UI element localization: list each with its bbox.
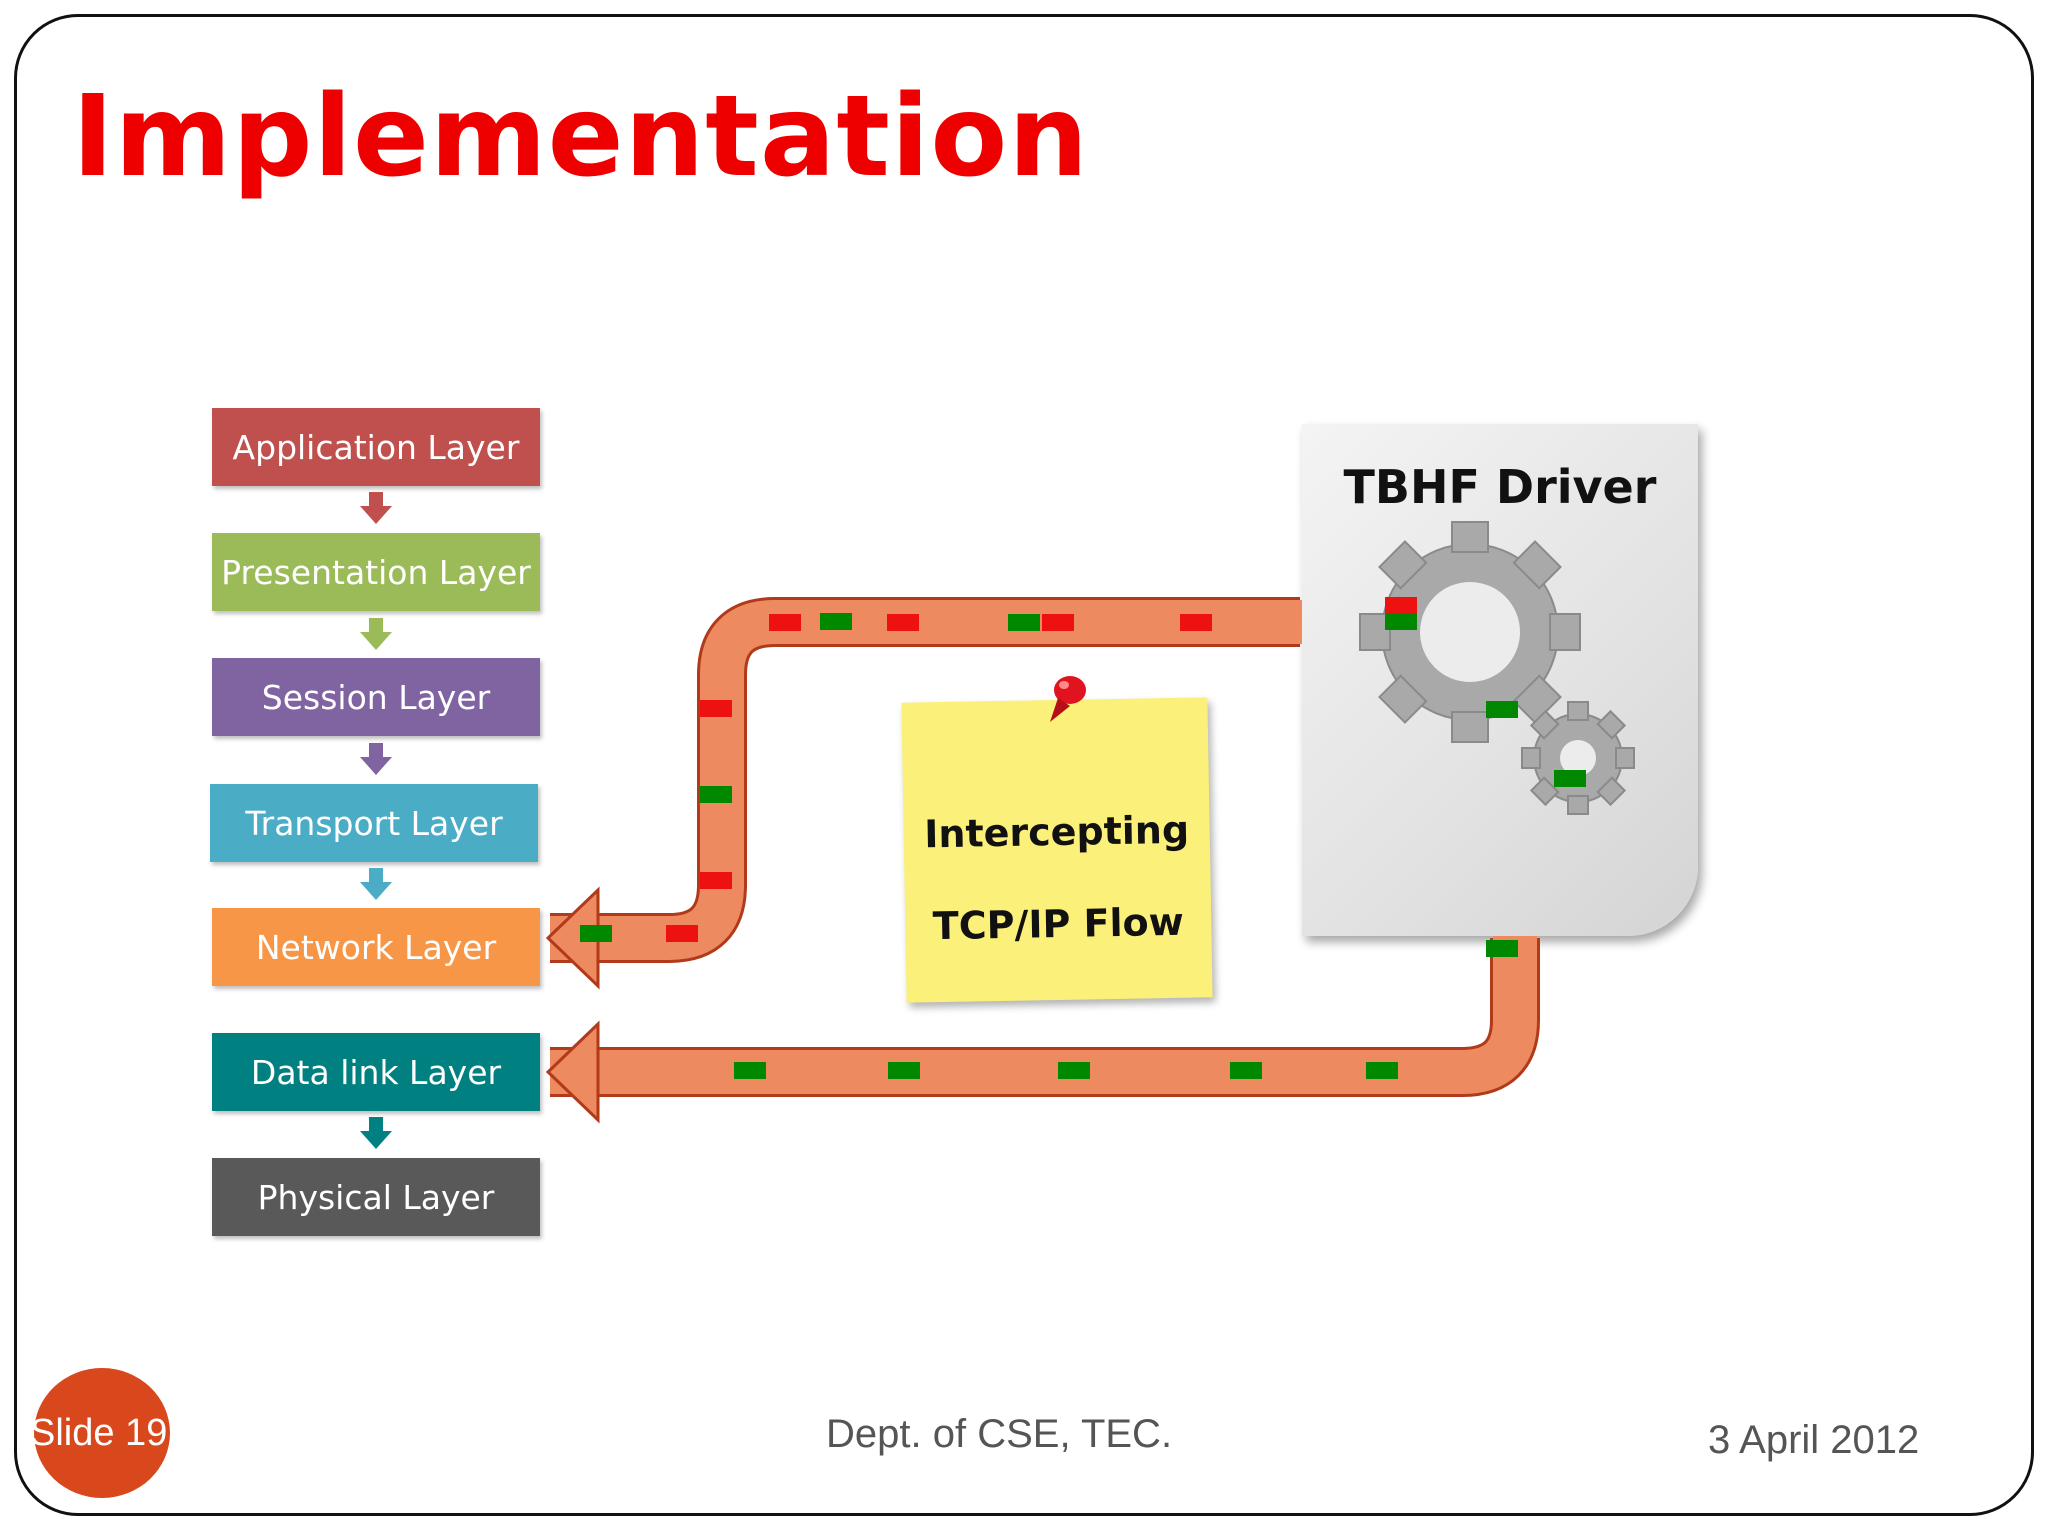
slide-frame xyxy=(14,14,2034,1516)
packet-green xyxy=(1366,1062,1398,1079)
layer-label: Session Layer xyxy=(261,677,491,717)
packets-driver xyxy=(1385,597,1586,957)
lower-flow-arrow xyxy=(545,936,1540,1124)
packet-red xyxy=(700,872,732,889)
packet-green xyxy=(734,1062,766,1079)
packet-green xyxy=(580,925,612,942)
packet-red xyxy=(666,925,698,942)
layer-transport: Transport Layer xyxy=(210,784,538,862)
arrow-down-icon xyxy=(360,618,392,650)
layer-presentation: Presentation Layer xyxy=(212,533,540,611)
layer-application: Application Layer xyxy=(212,408,540,486)
sticky-note: Intercepting TCP/IP Flow xyxy=(901,697,1213,1003)
packet-green xyxy=(1058,1062,1090,1079)
layer-network: Network Layer xyxy=(212,908,540,986)
note-line-2: TCP/IP Flow xyxy=(932,899,1185,949)
packet-red xyxy=(887,614,919,631)
packet-green xyxy=(1385,613,1417,630)
packets-lower xyxy=(734,1062,1398,1079)
layer-label: Physical Layer xyxy=(257,1177,495,1217)
layer-label: Application Layer xyxy=(232,427,520,467)
slide-title: Implementation xyxy=(72,72,1090,202)
layer-label: Presentation Layer xyxy=(221,552,531,592)
arrow-down-icon xyxy=(360,743,392,775)
pushpin-icon xyxy=(1050,676,1086,722)
layer-session: Session Layer xyxy=(212,658,540,736)
arrow-down-icon xyxy=(360,1117,392,1149)
slide-number-badge xyxy=(34,1368,170,1498)
slide-number: Slide 19 xyxy=(30,1412,168,1454)
layer-datalink: Data link Layer xyxy=(212,1033,540,1111)
note-line-1: Intercepting xyxy=(923,807,1190,857)
packet-green xyxy=(1554,770,1586,787)
packet-green xyxy=(1486,940,1518,957)
packet-red xyxy=(1385,597,1417,613)
packet-red xyxy=(700,700,732,717)
packet-red xyxy=(1180,614,1212,631)
footer-date: 3 April 2012 xyxy=(1708,1418,1920,1462)
footer-department: Dept. of CSE, TEC. xyxy=(826,1412,1173,1456)
driver-label: TBHF Driver xyxy=(1343,460,1657,514)
packet-green xyxy=(700,786,732,803)
packets-upper xyxy=(580,613,1212,942)
gear-icon xyxy=(1521,701,1635,815)
packet-green xyxy=(888,1062,920,1079)
packet-green xyxy=(820,613,852,630)
layer-physical: Physical Layer xyxy=(212,1158,540,1236)
arrow-down-icon xyxy=(360,868,392,900)
gear-icon xyxy=(1359,521,1581,743)
layer-label: Transport Layer xyxy=(245,803,503,843)
arrow-down-icon xyxy=(360,492,392,524)
layer-label: Data link Layer xyxy=(250,1052,502,1092)
packet-green xyxy=(1230,1062,1262,1079)
layer-label: Network Layer xyxy=(255,927,497,967)
packet-red xyxy=(1042,614,1074,631)
packet-green xyxy=(1008,614,1040,631)
packet-green xyxy=(1486,701,1518,718)
packet-red xyxy=(769,614,801,631)
